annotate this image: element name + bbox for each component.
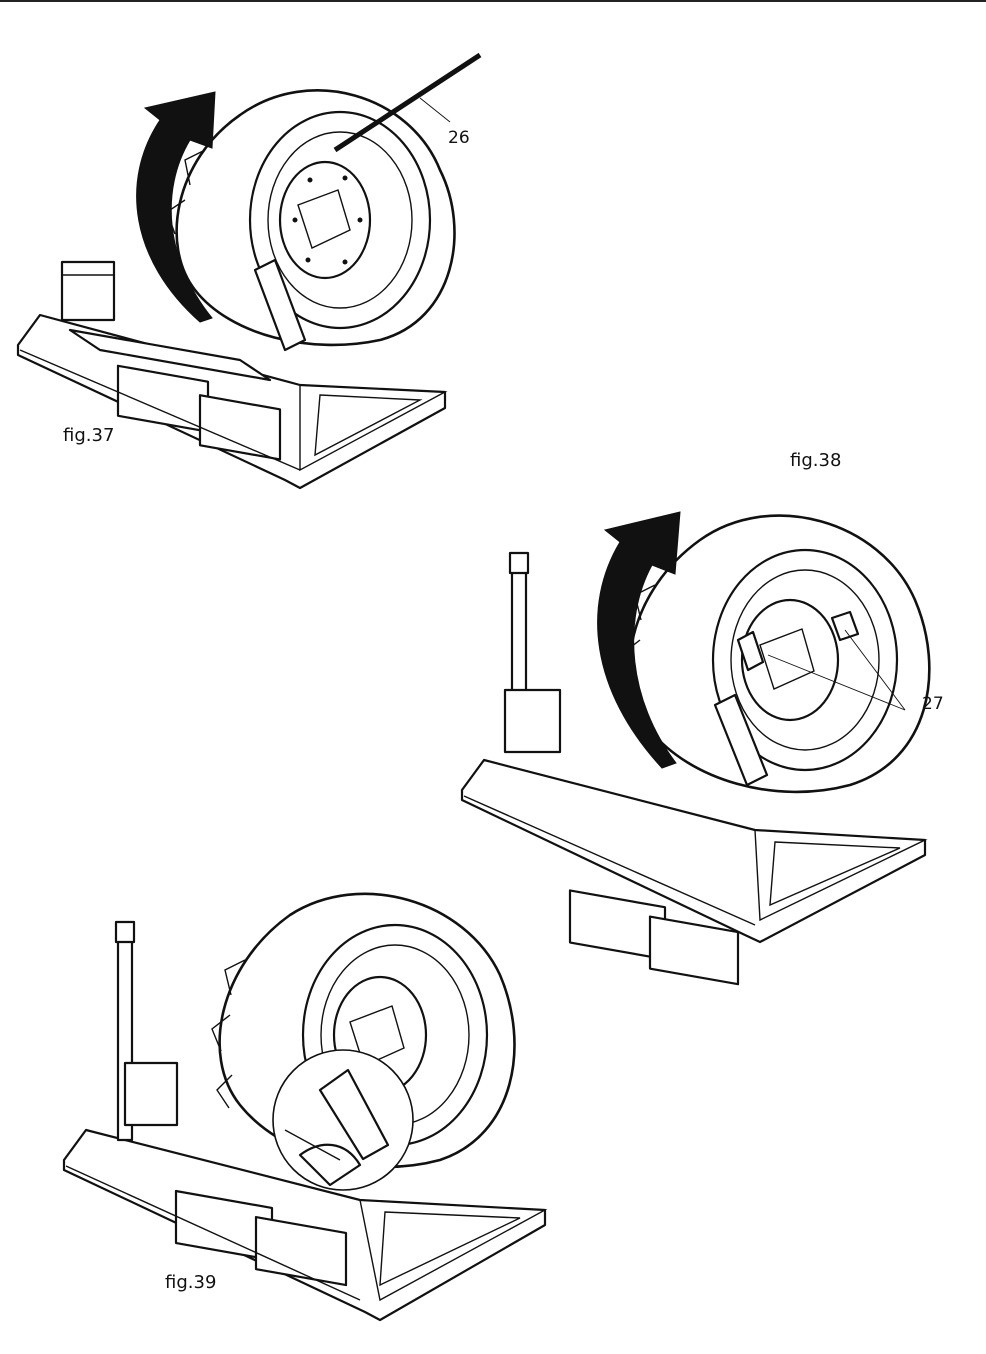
fig39-caption: fig.39 bbox=[165, 1272, 217, 1293]
header-rule bbox=[0, 0, 986, 2]
fig37-illustration bbox=[16, 52, 482, 490]
fig39-illustration bbox=[62, 892, 548, 1322]
fig38-illustration bbox=[460, 511, 931, 986]
callout-27: 27 bbox=[922, 694, 944, 714]
fig37-caption: fig.37 bbox=[63, 425, 115, 446]
callout-26: 26 bbox=[448, 128, 470, 148]
fig38-caption: fig.38 bbox=[790, 450, 842, 471]
